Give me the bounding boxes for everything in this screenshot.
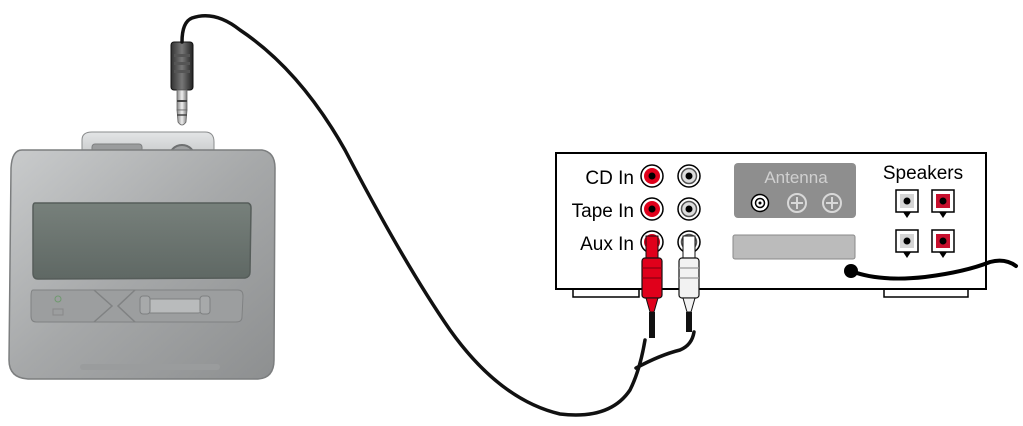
rca-plug-red xyxy=(641,235,663,338)
speaker-terminal-top-black[interactable] xyxy=(895,189,919,218)
player-control-strip xyxy=(30,289,244,323)
audio-cable xyxy=(180,14,696,417)
rca-jack-tape-right[interactable] xyxy=(677,197,701,221)
stereo-receiver: CD In Tape In Aux In xyxy=(555,152,1018,298)
input-label-tape: Tape In xyxy=(572,201,634,222)
player-screen xyxy=(32,202,252,280)
speaker-terminal-bottom-red[interactable] xyxy=(931,229,955,258)
rca-jack-tape-left[interactable] xyxy=(640,197,664,221)
mini-jack-plug xyxy=(170,41,194,126)
speakers-label: Speakers xyxy=(883,163,963,184)
rca-jack-cd-right[interactable] xyxy=(677,164,701,188)
rca-plug-white xyxy=(678,235,700,332)
antenna-screw-terminal-2[interactable] xyxy=(822,193,842,213)
power-cord xyxy=(849,258,1018,281)
antenna-label: Antenna xyxy=(764,168,828,187)
receiver-nameplate xyxy=(732,234,856,260)
input-label-cd: CD In xyxy=(585,168,634,189)
split-cable-white xyxy=(634,330,696,370)
speaker-terminal-top-red[interactable] xyxy=(931,189,955,218)
main-cable xyxy=(180,14,647,417)
player-nav-pad xyxy=(142,298,206,314)
player-power-icon xyxy=(54,295,62,303)
speaker-terminal-bottom-black[interactable] xyxy=(895,229,919,258)
input-label-aux: Aux In xyxy=(580,234,634,255)
antenna-coax-connector[interactable] xyxy=(750,193,770,213)
antenna-screw-terminal-1[interactable] xyxy=(787,193,807,213)
portable-player xyxy=(8,131,276,380)
rca-jack-cd-left[interactable] xyxy=(640,164,664,188)
